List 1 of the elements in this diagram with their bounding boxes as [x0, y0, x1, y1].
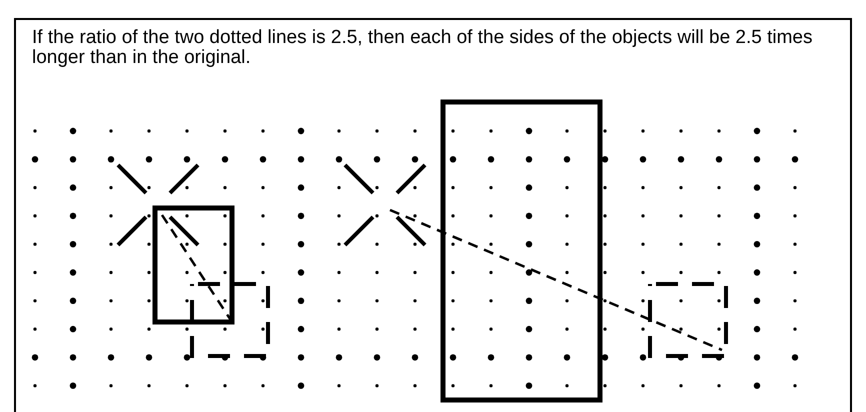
explanation-text: If the ratio of the two dotted lines is 2.5, then each of the sides of the objects will be 2.5 times longer than in the original.: [32, 28, 814, 68]
